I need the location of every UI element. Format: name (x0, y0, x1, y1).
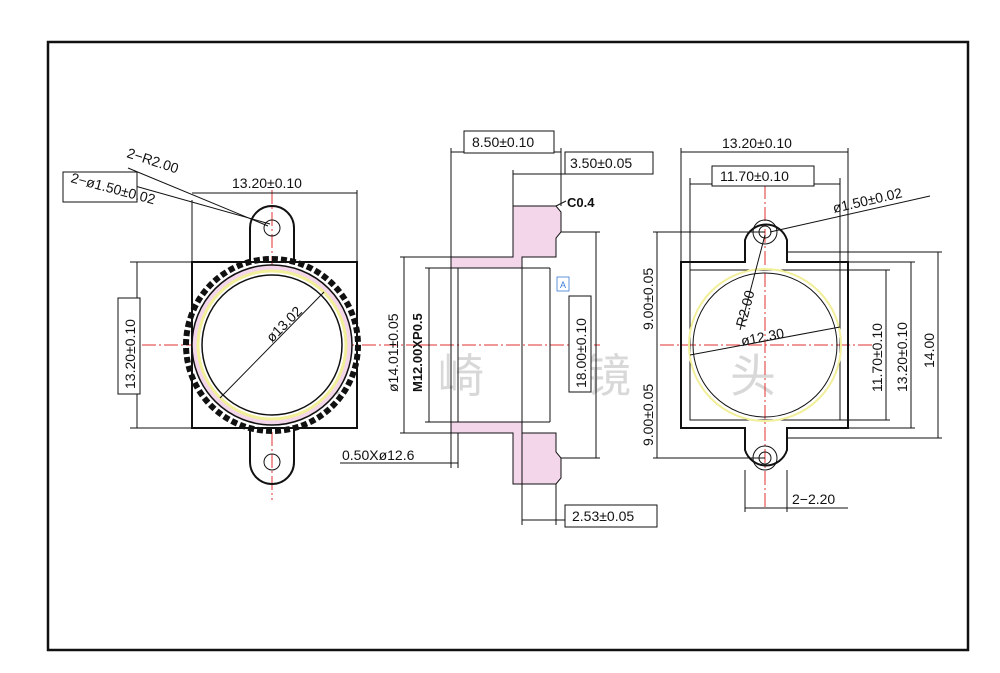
section-overall-length-label: 8.50±0.10 (472, 134, 534, 150)
watermark-char-3: 镜 (585, 349, 631, 403)
watermark-char-4: 头 (730, 349, 776, 403)
section-flange-length-label: 3.50±0.05 (570, 155, 632, 171)
right-radius-label: R2.00 (732, 288, 757, 328)
watermark-char-2: 崎 (438, 349, 484, 403)
right-view (653, 148, 942, 512)
right-hole-spacing-bottom-label: 9.00±0.05 (640, 384, 656, 446)
right-inner-width-label: 11.70±0.10 (720, 168, 789, 184)
left-hole-box (62, 171, 138, 203)
left-view (120, 167, 435, 500)
section-chamfer-label: C0.4 (567, 195, 595, 210)
right-width-label: 13.20±0.10 (722, 135, 792, 151)
section-view (340, 148, 600, 525)
right-inner-width-box (711, 165, 815, 187)
section-flange-dia-box (568, 295, 592, 393)
datum-box (556, 276, 570, 292)
section-flange-diameter-label: 18.00±0.10 (573, 318, 589, 388)
drawing-frame (46, 40, 970, 652)
right-inner-height-label: 11.70±0.10 (869, 323, 885, 392)
right-hole-label: ø1.50±0.02 (831, 184, 904, 216)
section-outer-diameter-label: ø14.01±0.05 (385, 313, 401, 392)
left-height-label: 13.20±0.10 (122, 319, 138, 389)
section-thread-length-label: 0.50Xø12.6 (342, 447, 415, 463)
right-hole-spacing-top-label: 9.00±0.05 (640, 268, 656, 330)
right-overall-height-label: 14.00 (921, 333, 937, 368)
section-flange-thickness-label: 2.53±0.05 (572, 508, 634, 524)
section-length-box (463, 130, 555, 154)
right-height-label: 13.20±0.10 (894, 322, 910, 392)
section-flange-box (564, 151, 654, 175)
section-thread-label: M12.00XP0.5 (410, 313, 425, 392)
section-datum-label: A (560, 280, 566, 290)
left-width-label: 13.20±0.10 (232, 175, 302, 191)
right-ear-width-label: 2−2.20 (792, 491, 835, 507)
section-thickness-box (564, 504, 658, 528)
left-height-box (117, 297, 141, 395)
